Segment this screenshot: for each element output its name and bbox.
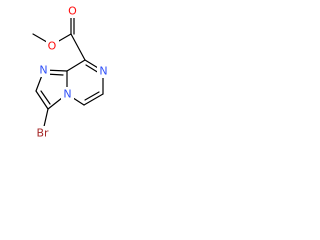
molecule-structure: O O N N N Br bbox=[32, 4, 110, 140]
atom-o-ester-label: O bbox=[48, 40, 57, 53]
bond-c2-c3 bbox=[35, 90, 49, 110]
atom-n-bridgehead: N bbox=[61, 87, 74, 101]
atom-o-carbonyl: O bbox=[66, 4, 79, 18]
bond-c6-c5-inner bbox=[84, 91, 100, 101]
bond-c8a-c8 bbox=[66, 59, 86, 72]
bond-c2-c3-inner bbox=[40, 90, 51, 105]
atom-bromine-label: Br bbox=[36, 127, 49, 140]
atom-n-imidazole: N bbox=[37, 63, 50, 77]
atom-n-bridgehead-label: N bbox=[63, 88, 71, 101]
atom-bromine: Br bbox=[33, 126, 52, 140]
atom-o-carbonyl-label: O bbox=[68, 5, 77, 18]
atom-n-pyrazine-label: N bbox=[99, 65, 107, 78]
atom-n-pyrazine: N bbox=[97, 64, 110, 78]
bond-carbonyl-c8 bbox=[70, 33, 86, 61]
bond-c8-n7-inner bbox=[85, 64, 100, 74]
atom-n-imidazole-label: N bbox=[39, 64, 47, 77]
atom-o-ester: O bbox=[46, 39, 59, 53]
bond-c6-c5 bbox=[83, 93, 104, 106]
